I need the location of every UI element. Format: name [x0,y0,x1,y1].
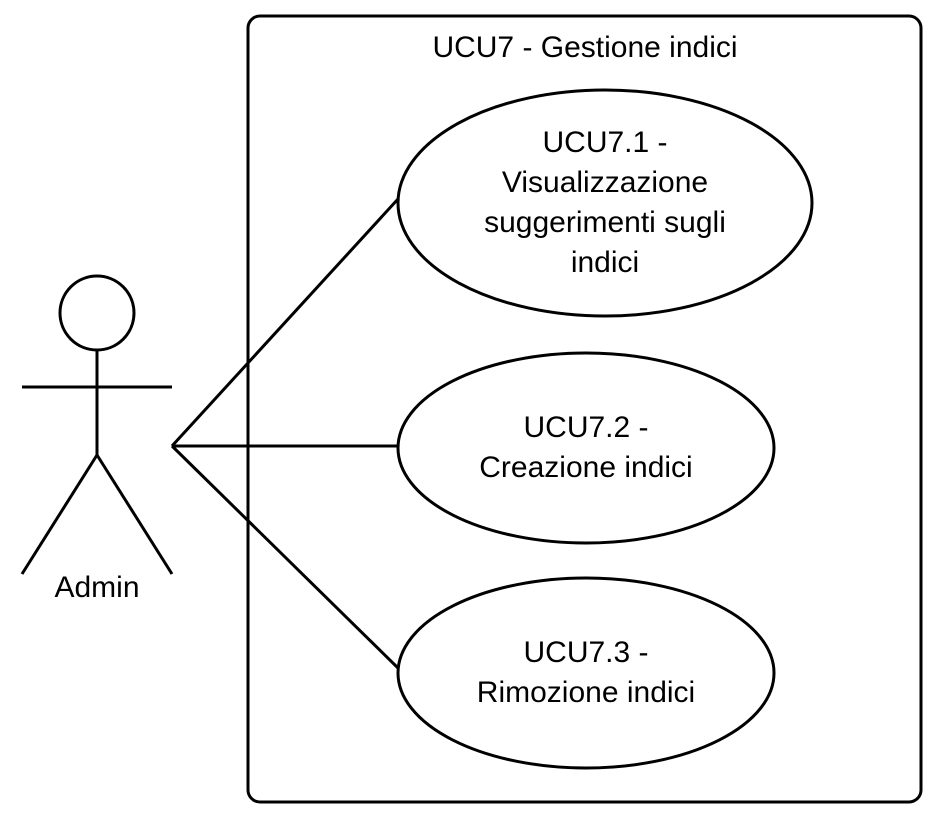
use-case-label-line: indici [570,246,640,279]
use-case-ucu7-3: UCU7.3 - Rimozione indici [398,578,774,768]
use-case-label-line: Rimozione indici [476,676,696,709]
use-case-ellipse-ucu7-2 [396,351,776,545]
association-line-ucu7-1 [170,197,400,448]
use-case-label-line: UCU7.2 - [523,411,649,444]
use-case-label-line: UCU7.1 - [542,126,668,159]
association-line-ucu7-3 [170,444,400,670]
actor-right-leg [95,454,174,575]
actor-left-leg [20,454,99,575]
use-case-label-line: suggerimenti sugli [484,206,726,239]
actor-head [58,274,136,352]
use-case-label-line: Visualizzazione [501,166,709,199]
system-title: UCU7 - Gestione indici [432,31,738,64]
actor-figure [20,274,174,575]
actor-label: Admin [54,571,140,604]
use-case-ucu7-2: UCU7.2 - Creazione indici [398,353,774,543]
use-case-ellipse-ucu7-3 [396,576,776,770]
use-case-label-line: UCU7.3 - [523,636,649,669]
use-case-label-line: Creazione indici [479,451,693,484]
use-case-ellipse-ucu7-1 [396,88,814,318]
use-case-ucu7-1: UCU7.1 - Visualizzazione suggerimenti su… [398,90,812,316]
